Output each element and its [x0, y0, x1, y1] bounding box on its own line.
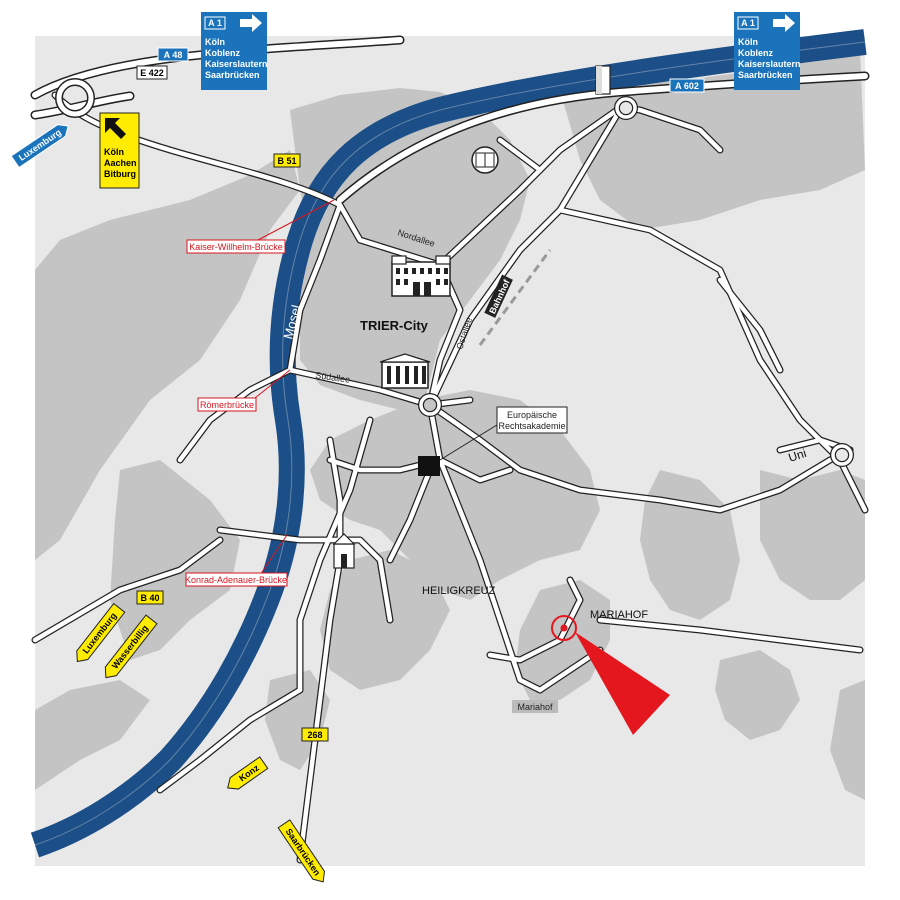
sign-dest: Köln	[104, 147, 124, 157]
sign-dest: Bitburg	[104, 169, 136, 179]
a48-shield-label: A 48	[164, 50, 183, 60]
bridge-kaiser-wilhelm-text: Kaiser-Willhelm-Brücke	[189, 242, 283, 252]
bridge-konrad-adenauer-text: Konrad-Adenauer-Brücke	[185, 575, 287, 585]
autobahn-sign-left: A 1 Köln Koblenz Kaiserslautern Saarbrüc…	[201, 12, 268, 90]
church-icon	[332, 533, 356, 569]
roads-fill	[32, 37, 868, 863]
river-mosel	[30, 29, 867, 858]
era-label-line2: Rechtsakademie	[498, 421, 565, 431]
arrow-right-icon	[240, 14, 262, 32]
bridge-roemer-text: Römerbrücke	[200, 400, 254, 410]
b51-shield: B 51	[273, 153, 301, 168]
porta-nigra-icon	[391, 255, 451, 297]
e422-shield-label: E 422	[140, 68, 164, 78]
r268-shield: 268	[301, 727, 329, 742]
heiligkreuz-label: HEILIGKREUZ	[422, 585, 496, 597]
autobahn-dest: Saarbrücken	[205, 70, 260, 80]
autobahn-dest: Köln	[738, 37, 758, 47]
mariahof-stop-text: Mariahof	[517, 702, 553, 712]
b40-shield-label: B 40	[140, 593, 159, 603]
bridge-label-konrad-adenauer: Konrad-Adenauer-Brücke	[185, 572, 288, 587]
era-label: Europäische Rechtsakademie	[496, 406, 568, 434]
suedallee-label: Südallee	[315, 370, 351, 385]
location-marker-icon	[551, 615, 670, 735]
arrow-upleft-icon	[105, 118, 126, 139]
basilica-icon	[379, 353, 431, 389]
arrow-right-icon	[773, 14, 795, 32]
tower-icon	[595, 65, 611, 95]
river-centerline	[34, 41, 866, 846]
roundabouts	[55, 78, 854, 467]
a602-shield-label: A 602	[675, 81, 699, 91]
autobahn-sign-right: A 1 Köln Koblenz Kaiserslautern Saarbrüc…	[734, 12, 801, 90]
b51-shield-label: B 51	[277, 156, 296, 166]
e422-shield: E 422	[136, 65, 168, 80]
mariahof-label: MARIAHOF	[590, 609, 648, 621]
autobahn-dest: Saarbrücken	[738, 70, 793, 80]
r268-shield-label: 268	[307, 730, 322, 740]
autobahn-dest: Köln	[205, 37, 225, 47]
a1-shield-label: A 1	[741, 18, 755, 28]
bridge-leaders	[254, 199, 335, 576]
bridge-label-roemer: Römerbrücke	[197, 397, 257, 412]
city-label: TRIER-City	[360, 318, 429, 333]
b40-shield: B 40	[136, 590, 164, 605]
era-label-line1: Europäische	[507, 410, 557, 420]
koeln-aachen-bitburg-sign: Köln Aachen Bitburg	[99, 112, 140, 189]
autobahn-dest: Kaiserslautern	[205, 59, 268, 69]
a48-shield: A 48	[157, 47, 189, 62]
autobahn-dest: Kaiserslautern	[738, 59, 801, 69]
railway	[478, 249, 552, 346]
stadium-icon	[471, 146, 499, 174]
uni-label: Uni	[787, 446, 808, 465]
a602-shield: A 602	[669, 78, 705, 93]
bridge-label-kaiser-wilhelm: Kaiser-Willhelm-Brücke	[186, 239, 286, 254]
sign-dest: Aachen	[104, 158, 137, 168]
era-building-icon	[418, 419, 506, 476]
autobahn-dest: Koblenz	[205, 48, 240, 58]
a1-shield-label: A 1	[208, 18, 222, 28]
autobahn-dest: Koblenz	[738, 48, 773, 58]
mariahof-stop-label: Mariahof	[512, 700, 558, 713]
